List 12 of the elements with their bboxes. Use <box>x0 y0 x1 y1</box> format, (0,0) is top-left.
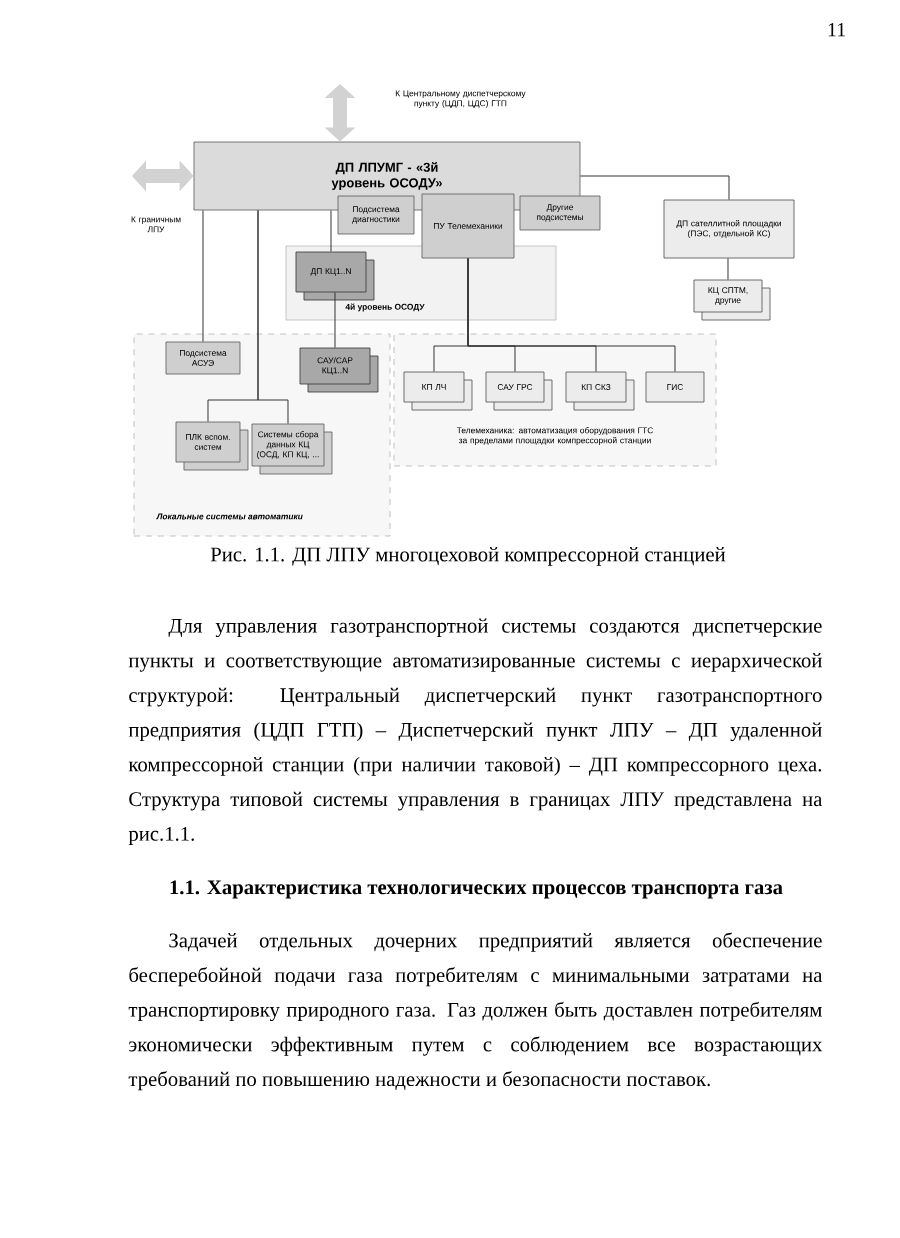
connector-line <box>202 209 204 343</box>
page-number: 11 <box>828 23 846 37</box>
figure-caption: Рис. 1.1. ДП ЛПУ многоцеховой компрессорной станцией <box>210 547 726 566</box>
connector-line <box>330 209 332 253</box>
body-paragraph: Для управления газотранспортной системы создаются диспетчерские пункты и соответствующие автоматизированные системы с иерархической структурой: Центральный диспетчерский пункт газотранспортного предприятия (ЦДП ГТП) – Диспетчерский пункт ЛПУ – ДП удаленной компрессорной станции (при наличии таковой) – ДП компрессорного цеха. Структура типовой системы управления в границах ЛПУ представлена на рис.1.1. <box>128 618 823 845</box>
body-paragraph: Задачей отдельных дочерних предприятий является обеспечение бесперебойной подачи газа потребителям с минимальными затратами на транспортировку природного газа. Газ должен быть доставлен потребителям экономически эффективным путем с соблюдением все возрастающих требований по повышению надежности и безопасности поставок. <box>128 932 823 1091</box>
connector-line <box>257 209 289 425</box>
connector-line <box>579 175 730 201</box>
connector-line <box>467 257 676 373</box>
section-heading: 1.1. Характеристика технологических процессов транспорта газа <box>170 880 783 899</box>
connector-line <box>334 291 336 349</box>
connector-line <box>727 257 729 281</box>
